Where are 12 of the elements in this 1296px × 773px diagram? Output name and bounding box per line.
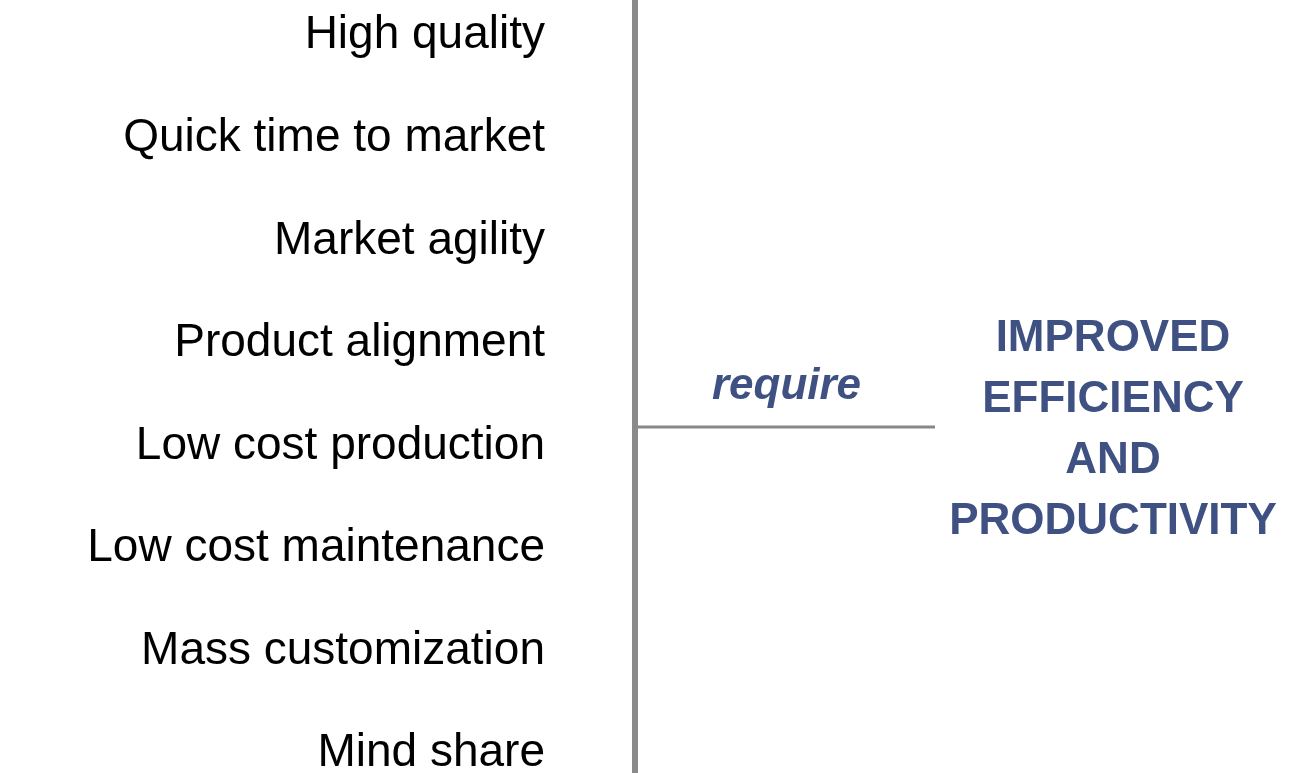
outcome-text: IMPROVED EFFICIENCY AND PRODUCTIVITY [935,305,1291,549]
goal-text: Low cost maintenance [87,519,545,571]
goal-text: Product alignment [174,314,545,366]
edge-label: require [711,359,862,409]
connector-line [638,425,935,429]
goal-text: Low cost production [135,417,545,469]
goal-text: Mass customization [141,622,545,674]
goal-text: Market agility [274,212,545,264]
bracket-bar [632,0,638,773]
goal-text: Quick time to market [123,109,545,161]
goal-text: High quality [304,6,545,58]
goal-text: Mind share [317,724,545,773]
